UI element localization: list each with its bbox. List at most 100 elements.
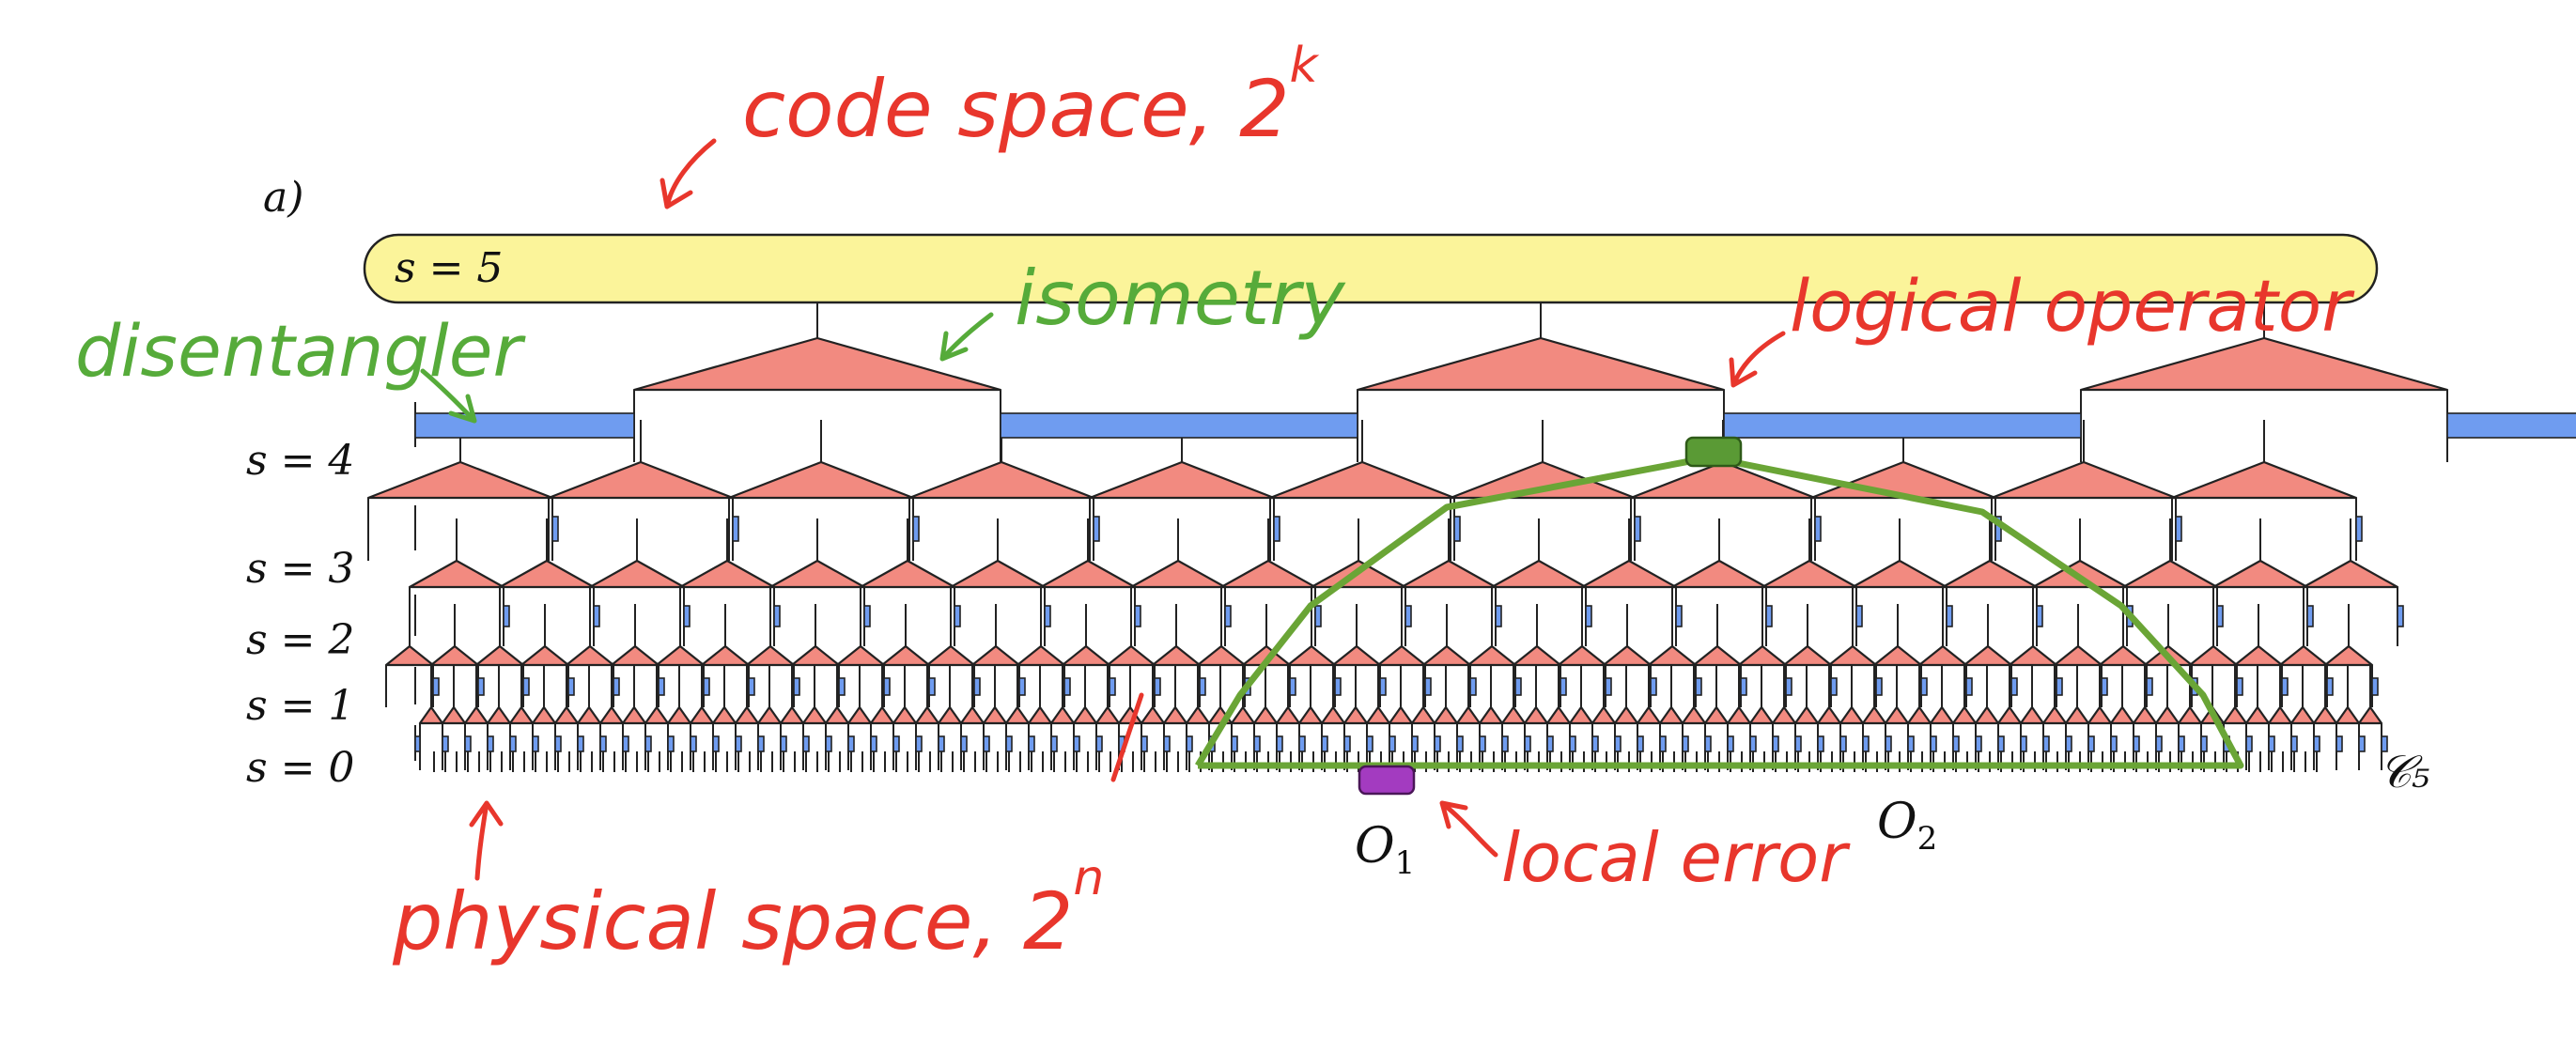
isometry-tensor [2132,705,2158,725]
disentangler-tensor [1141,735,1148,752]
isometry-tensor [1268,460,1456,500]
isometry-tensor [1681,705,1707,725]
isometry-tensor [700,644,751,667]
isometry-tensor [1782,644,1833,667]
isometry-tensor [547,460,735,500]
disentangler-tensor [2087,735,2095,752]
isometry-tensor [2302,559,2399,589]
isometry-tensor [1872,644,1923,667]
isometry-tensor [970,644,1021,667]
isometry-tensor [632,336,1002,392]
disentangler-tensor [1411,735,1419,752]
isometry-tensor [1941,559,2039,589]
top-scale-label: s = 5 [395,244,503,292]
isometry-tensor [1252,705,1279,725]
isometry-tensor [1004,705,1031,725]
disentangler-tensor [983,735,990,752]
disentangler-tensor [780,735,787,752]
scale-label-s3: s = 3 [246,545,354,593]
isometry-tensor [824,705,850,725]
isometry-tensor [1613,705,1639,725]
isometry-tensor [655,644,706,667]
disentangler-tensor [667,735,675,752]
isometry-tensor [1400,559,1497,589]
disentangler-tensor [1163,735,1171,752]
isometry-tensor [463,705,489,725]
isometry-tensor [1421,644,1472,667]
isometry-tensor [2053,644,2103,667]
isometry-tensor [1629,460,1817,500]
isometry-tensor [1658,705,1684,725]
disentangler-tensor [748,677,755,696]
isometry-tensor [908,460,1095,500]
isometry-tensor [610,644,660,667]
code-space-arrow [660,138,717,209]
isometry-tensor [859,559,956,589]
disentangler-tensor [432,677,440,696]
disentangler-tensor [1727,735,1734,752]
isometry-tensor [666,705,692,725]
isometry-tensor [1376,644,1427,667]
disentangler-tensor [1560,677,1567,696]
isometry-tensor [644,705,670,725]
isometry-tensor [2098,644,2149,667]
isometry-tensor [1275,705,1301,725]
disentangler-tensor [1063,677,1071,696]
isometry-tensor [801,705,828,725]
isometry-arrow [939,312,994,362]
isometry-tensor [498,559,596,589]
code-space-bar [363,233,2379,304]
isometry-tensor [1331,644,1382,667]
isometry-tensor [1545,705,1572,725]
disentangler-tensor [1591,735,1599,752]
disentangler-tensor [1785,677,1792,696]
isometry-tensor [1478,705,1504,725]
disentangler-tensor [1585,605,1592,627]
disentangler-tensor [2381,735,2388,752]
annotation-local-error: local error [1501,818,1851,897]
isometry-tensor [1140,705,1166,725]
disentangler-tensor [1134,605,1141,627]
isometry-tensor [2244,705,2271,725]
disentangler-tensor [2175,516,2182,542]
isometry-layers [366,336,2449,725]
disentangler-tensor [2042,735,2050,752]
disentangler-tensor [847,735,855,752]
isometry-tensor [2170,460,2358,500]
disentangler-tensor [1675,605,1683,627]
isometry-tensor [982,705,1008,725]
disentangler-tensor [1885,735,1892,752]
isometry-tensor [1963,644,2013,667]
disentangler-tensor [658,677,665,696]
isometry-tensor [914,705,940,725]
isometry-tensor [2177,705,2203,725]
isometry-tensor [1929,705,1955,725]
isometry-tensor [1816,705,1842,725]
disentangler-tensor [1650,677,1657,696]
disentangler-tensor [509,735,517,752]
disentangler-tensor [442,735,449,752]
disentangler-tensor [2290,735,2298,752]
disentangler-tensor [703,677,710,696]
isometry-tensor [2031,559,2129,589]
disentangler-tensor [690,735,697,752]
disentangler-tensor [1424,677,1432,696]
disentangler-tensor [2155,735,2163,752]
annotation-isometry: isometry [1015,255,1346,342]
isometry-tensor [2121,559,2219,589]
isometry-tensor [1185,705,1211,725]
isometry-tensor [2064,705,2090,725]
disentangler-tensor [912,516,920,542]
isometry-tensor [1523,705,1549,725]
disentangler-tensor [1273,516,1280,542]
disentangler-tensor [644,735,652,752]
disentangler-tensor [1839,735,1847,752]
isometry-tensor [1039,559,1137,589]
isometry-tensor [925,644,976,667]
isometry-tensor [790,644,841,667]
disentangler-tensor [1907,735,1915,752]
disentangler-tensor [464,735,472,752]
disentangler-tensor [1289,677,1296,696]
disentangler-tensor [1404,605,1412,627]
